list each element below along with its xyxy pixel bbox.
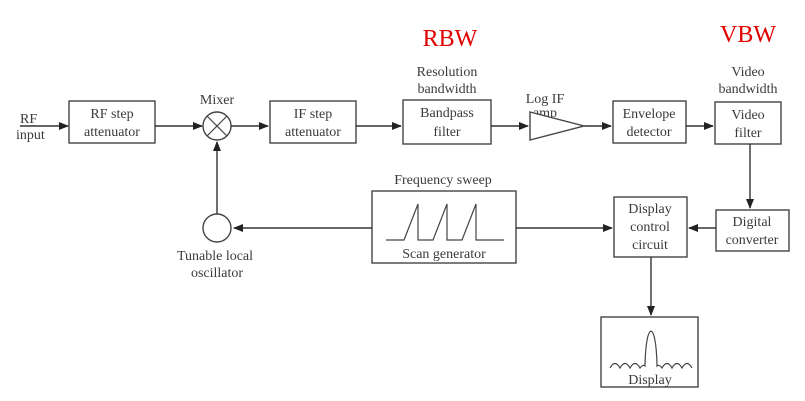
svg-text:attenuator: attenuator bbox=[285, 125, 341, 140]
svg-text:IF step: IF step bbox=[294, 107, 333, 122]
svg-text:Video: Video bbox=[731, 108, 764, 123]
mixer-label: Mixer bbox=[200, 93, 235, 108]
svg-text:attenuator: attenuator bbox=[84, 125, 140, 140]
digital-converter-block: Digital converter bbox=[715, 209, 790, 252]
svg-text:RF step: RF step bbox=[90, 107, 133, 122]
svg-text:Envelope: Envelope bbox=[623, 107, 676, 122]
display-block: Display bbox=[600, 316, 699, 388]
envelope-detector-block: Envelope detector bbox=[612, 100, 687, 144]
local-oscillator-label-1: Tunable local bbox=[177, 249, 253, 264]
resolution-bandwidth-caption-2: bandwidth bbox=[417, 82, 476, 97]
svg-text:detector: detector bbox=[626, 125, 671, 140]
rbw-annotation: RBW bbox=[423, 26, 478, 52]
svg-text:Scan generator: Scan generator bbox=[402, 247, 486, 262]
scan-generator-block: Scan generator bbox=[371, 190, 517, 264]
spectrum-trace-icon bbox=[609, 330, 693, 370]
resolution-bandwidth-caption-1: Resolution bbox=[417, 65, 478, 80]
svg-text:converter: converter bbox=[726, 233, 779, 248]
log-if-amp-symbol bbox=[529, 111, 587, 141]
video-filter-block: Video filter bbox=[714, 101, 782, 145]
video-bandwidth-caption-1: Video bbox=[731, 65, 764, 80]
svg-text:filter: filter bbox=[734, 126, 762, 141]
svg-text:Display: Display bbox=[628, 202, 672, 217]
rf-input-label-1: RF bbox=[20, 112, 37, 127]
svg-text:Bandpass: Bandpass bbox=[420, 106, 474, 121]
svg-text:circuit: circuit bbox=[632, 238, 668, 253]
log-if-amp-caption-1: Log IF bbox=[526, 92, 565, 107]
svg-text:Digital: Digital bbox=[733, 215, 772, 230]
rf-input-label-2: input bbox=[16, 128, 45, 143]
local-oscillator-symbol bbox=[202, 213, 232, 243]
display-control-circuit-block: Display control circuit bbox=[613, 196, 688, 258]
frequency-sweep-caption: Frequency sweep bbox=[394, 173, 492, 188]
video-bandwidth-caption-2: bandwidth bbox=[718, 82, 777, 97]
sawtooth-icon bbox=[386, 203, 504, 241]
bandpass-filter-block: Bandpass filter bbox=[402, 99, 492, 145]
vbw-annotation: VBW bbox=[720, 22, 776, 48]
svg-text:control: control bbox=[630, 220, 670, 235]
local-oscillator-label-2: oscillator bbox=[191, 266, 243, 281]
svg-text:filter: filter bbox=[433, 125, 461, 140]
rf-step-attenuator-block: RF step attenuator bbox=[68, 100, 156, 144]
mixer-symbol bbox=[202, 111, 232, 141]
svg-text:Display: Display bbox=[628, 373, 672, 388]
if-step-attenuator-block: IF step attenuator bbox=[269, 100, 357, 144]
